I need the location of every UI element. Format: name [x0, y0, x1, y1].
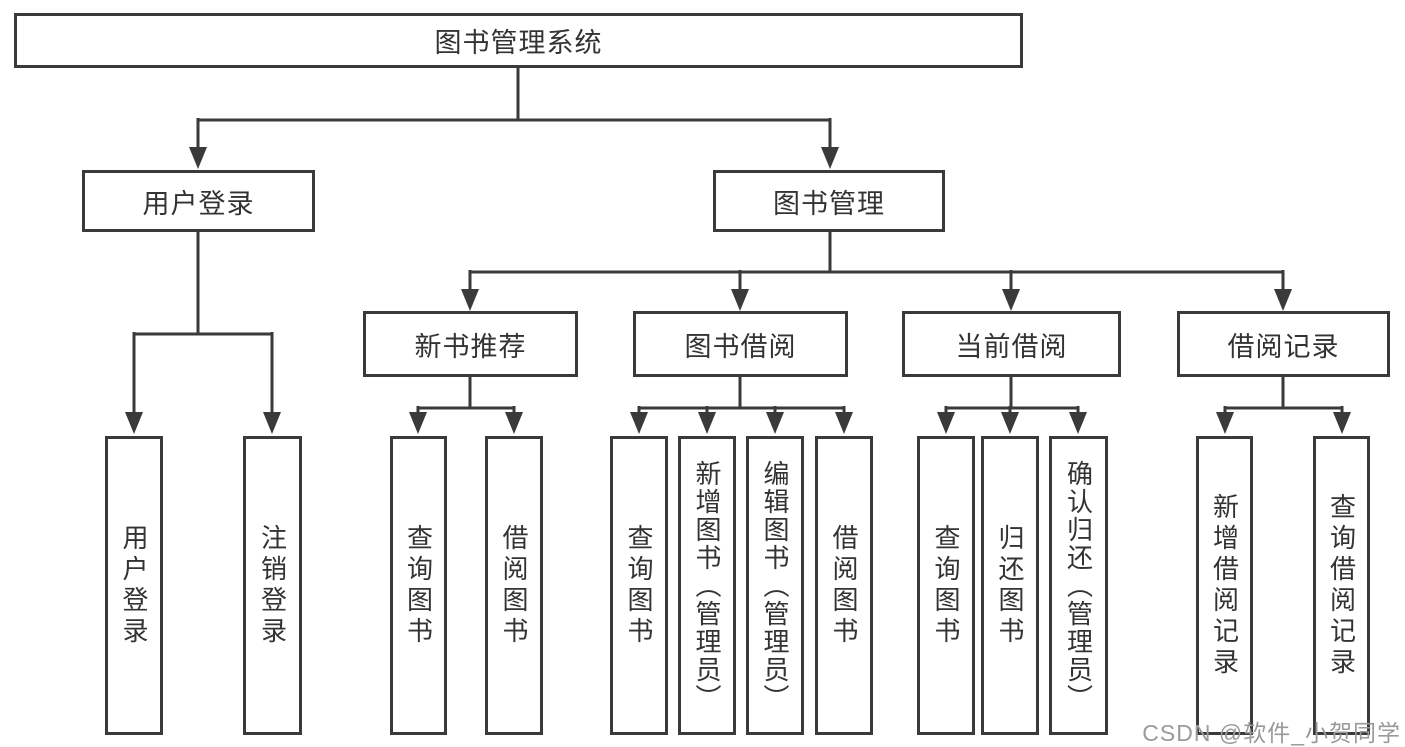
leaf-cb-return-books: 归还图书: [981, 436, 1039, 735]
csdn-watermark: CSDN @软件_小贺同学: [1142, 720, 1401, 746]
leaf-nb-query-books: 查询图书: [390, 436, 447, 735]
edge-newbooks-to-leaves: [409, 377, 523, 434]
leaf-bb-edit-books-admin: 编辑图书（管理员）: [746, 436, 804, 735]
leaf-nb-borrow-books: 借阅图书: [485, 436, 543, 735]
edge-userlogin-to-leaves: [125, 232, 281, 434]
node-book-management: 图书管理: [713, 170, 945, 232]
edge-bookmgmt-to-level3: [461, 232, 1292, 311]
node-user-login: 用户登录: [82, 170, 315, 232]
edge-root-to-level2: [189, 68, 839, 169]
node-borrowing-records: 借阅记录: [1177, 311, 1390, 377]
leaf-logout: 注销登录: [243, 436, 302, 735]
edge-bookborrow-to-leaves: [630, 377, 853, 434]
leaf-user-login: 用户登录: [105, 436, 163, 735]
leaf-bb-query-books: 查询图书: [610, 436, 668, 735]
leaf-br-query-record: 查询借阅记录: [1313, 436, 1370, 735]
edge-borrowrecords-to-leaves: [1216, 377, 1351, 434]
node-root: 图书管理系统: [14, 13, 1023, 68]
leaf-bb-borrow-books: 借阅图书: [815, 436, 873, 735]
leaf-cb-confirm-return-admin: 确认归还（管理员）: [1049, 436, 1108, 735]
node-new-book-recommend: 新书推荐: [363, 311, 578, 377]
leaf-br-add-record: 新增借阅记录: [1196, 436, 1253, 735]
node-current-borrowing: 当前借阅: [902, 311, 1121, 377]
edge-currentborrow-to-leaves: [937, 377, 1087, 434]
node-book-borrowing: 图书借阅: [633, 311, 848, 377]
leaf-bb-add-books-admin: 新增图书（管理员）: [678, 436, 736, 735]
leaf-cb-query-books: 查询图书: [917, 436, 975, 735]
